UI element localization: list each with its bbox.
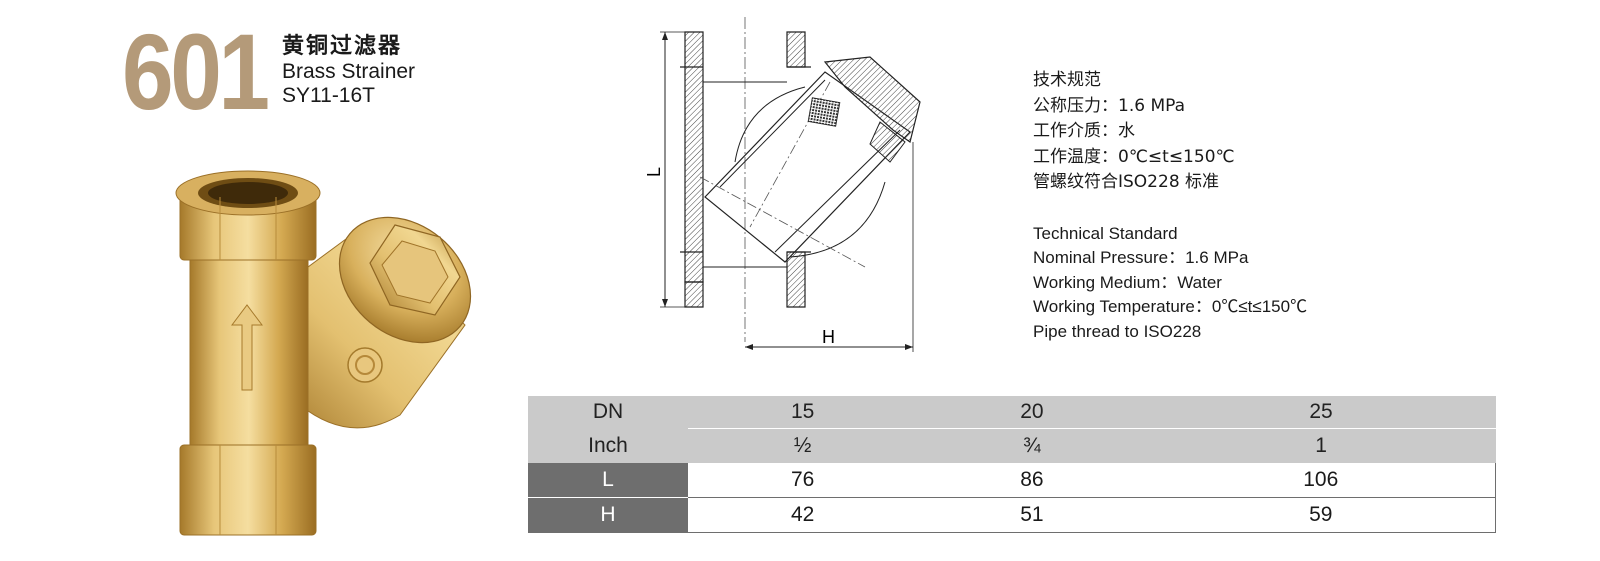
table-cell: 25 <box>1146 396 1496 429</box>
specs-cn: 技术规范 公称压力：1.6 MPa 工作介质：水 工作温度：0℃≤t≤150℃ … <box>1033 68 1235 196</box>
table-cell: 106 <box>1146 463 1496 498</box>
specs-en-temperature: Working Temperature：0℃≤t≤150℃ <box>1033 297 1308 317</box>
table-cell: 1 <box>1146 428 1496 463</box>
specs-cn-heading: 技术规范 <box>1033 70 1101 90</box>
specs-en-thread: Pipe thread to ISO228 <box>1033 321 1202 341</box>
technical-drawing: L H <box>644 17 921 352</box>
specs-cn-temperature: 工作温度：0℃≤t≤150℃ <box>1033 146 1235 167</box>
table-cell: 76 <box>688 463 918 498</box>
product-title-en: Brass Strainer <box>282 60 416 83</box>
specs-cn-thread: 管螺纹符合ISO228 标准 <box>1033 172 1220 192</box>
specs-cn-pressure: 公称压力：1.6 MPa <box>1033 95 1186 116</box>
table-row-inch: Inch ½ ¾ 1 <box>528 428 1496 463</box>
size-table: DN 15 20 25 Inch ½ ¾ 1 L 76 86 106 H 42 … <box>528 396 1496 533</box>
specs-en-medium: Working Medium：Water <box>1033 272 1222 292</box>
table-row-dn: DN 15 20 25 <box>528 396 1496 429</box>
table-cell: 59 <box>1146 497 1496 533</box>
table-cell: ½ <box>688 428 918 463</box>
table-cell: 51 <box>917 497 1147 533</box>
table-cell: 15 <box>688 396 918 429</box>
table-row-l: L 76 86 106 <box>528 463 1496 498</box>
row-label-dn: DN <box>528 396 688 429</box>
model-code: SY11-16T <box>282 84 375 107</box>
dimension-l-label: L <box>644 167 664 177</box>
model-number: 601 <box>122 11 270 132</box>
table-cell: 42 <box>688 497 918 533</box>
row-label-inch: Inch <box>528 428 688 463</box>
table-cell: 20 <box>917 396 1147 429</box>
title-block: 黄铜过滤器 Brass Strainer SY11-16T <box>282 34 415 108</box>
table-row-h: H 42 51 59 <box>528 497 1496 533</box>
table-cell: 86 <box>917 463 1147 498</box>
product-title-cn: 黄铜过滤器 <box>282 34 403 59</box>
specs-en: Technical Standard Nominal Pressure：1.6 … <box>1033 222 1307 344</box>
row-label-h: H <box>528 497 688 533</box>
specs-cn-medium: 工作介质：水 <box>1033 121 1135 141</box>
specs-en-pressure: Nominal Pressure：1.6 MPa <box>1033 248 1249 268</box>
dimension-h-label: H <box>822 327 835 347</box>
specs-en-heading: Technical Standard <box>1033 224 1178 243</box>
table-cell: ¾ <box>917 428 1147 463</box>
product-photo <box>175 170 472 536</box>
row-label-l: L <box>528 463 688 498</box>
